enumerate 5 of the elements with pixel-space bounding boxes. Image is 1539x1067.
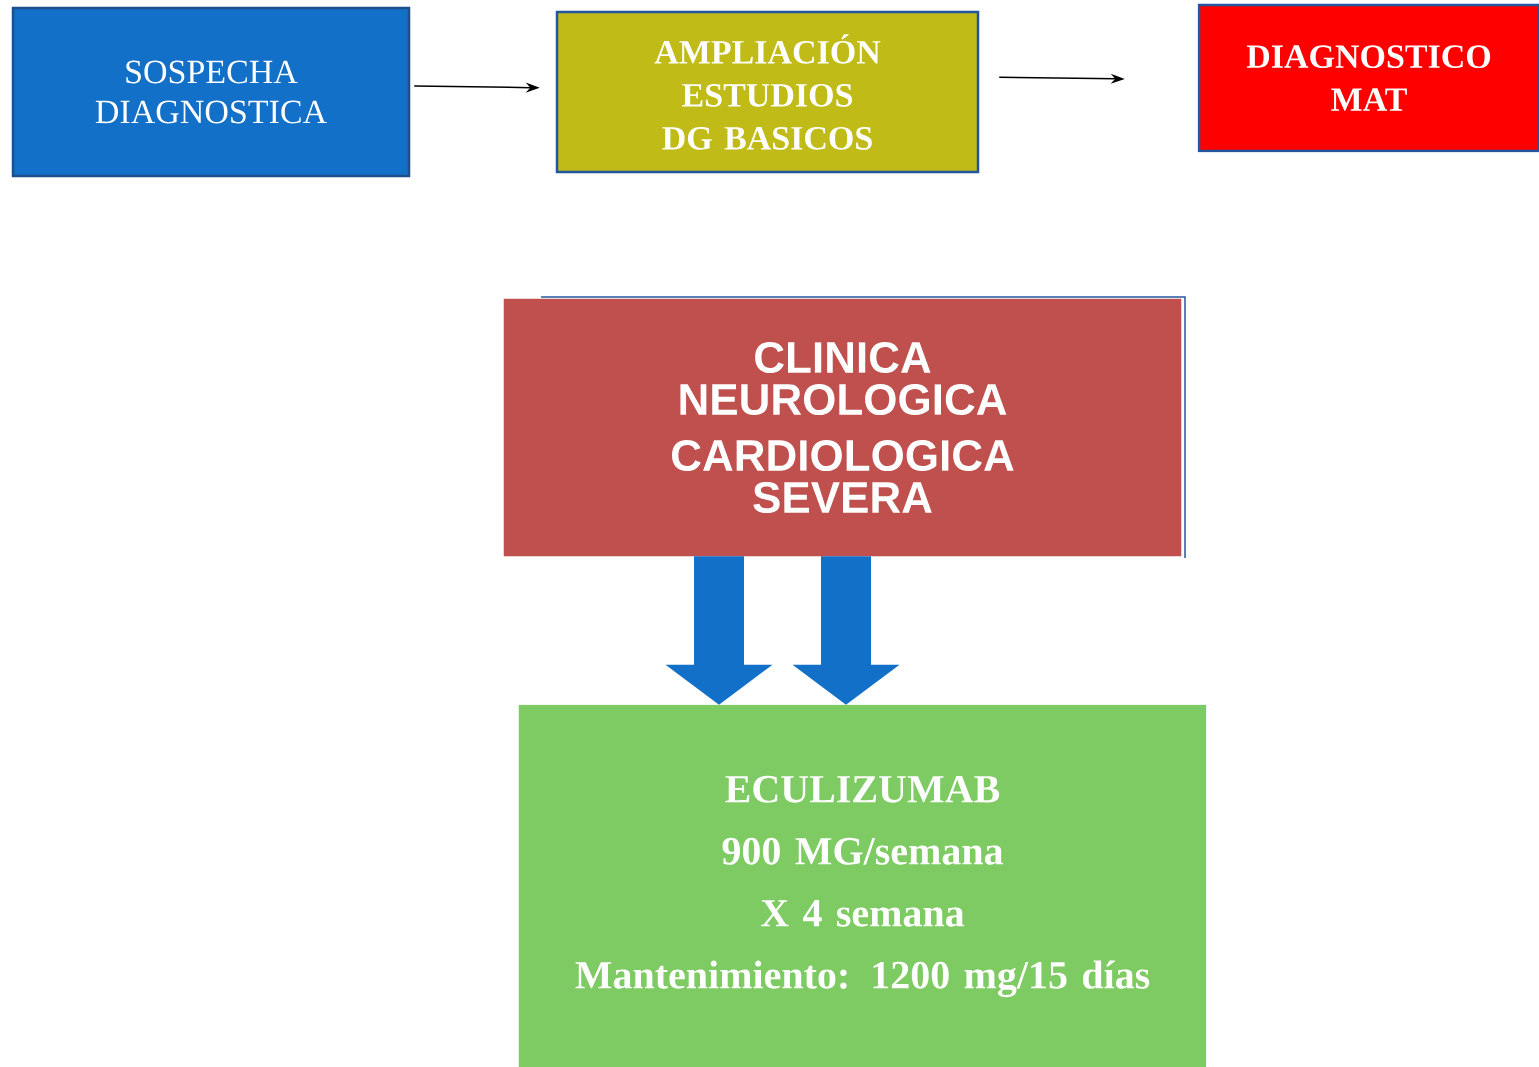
process-box: DIAGNOSTICO MAT bbox=[1197, 3, 1539, 153]
process-box: AMPLIACIÓN ESTUDIOS DG BASICOS bbox=[555, 10, 980, 174]
process-box: SOSPECHA DIAGNOSTICA bbox=[11, 6, 411, 178]
process-box: ECULIZUMAB 900 MG/semana X 4 semana Mantenimiento: 1200 mg/15 días bbox=[518, 704, 1207, 1067]
process-box: CLINICA NEUROLOGICA CARDIOLOGICA SEVERA bbox=[503, 296, 1186, 559]
